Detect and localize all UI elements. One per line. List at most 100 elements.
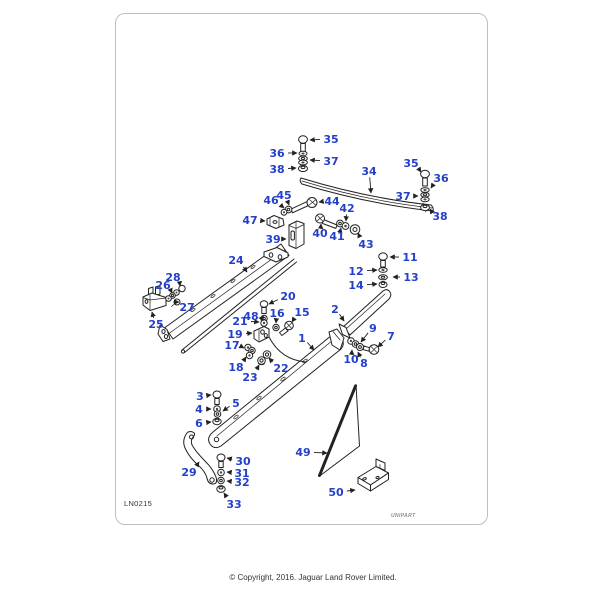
leader-line-49 bbox=[313, 450, 328, 456]
callout-47[interactable]: 47 bbox=[242, 214, 257, 227]
leader-line-35 bbox=[309, 137, 321, 143]
callout-23[interactable]: 23 bbox=[242, 371, 257, 384]
part-bracket-25 bbox=[142, 284, 186, 311]
part-bracket-39 bbox=[288, 220, 305, 249]
callout-16[interactable]: 16 bbox=[269, 307, 285, 320]
callout-41[interactable]: 41 bbox=[329, 230, 344, 243]
leader-line-8 bbox=[357, 351, 363, 358]
part-panel-49 bbox=[318, 384, 360, 477]
part-crossmember-34 bbox=[299, 177, 434, 213]
callout-48[interactable]: 48 bbox=[243, 310, 258, 323]
leader-line-15 bbox=[291, 316, 297, 323]
callout-49[interactable]: 49 bbox=[295, 446, 310, 459]
leader-line-18 bbox=[241, 356, 247, 363]
callout-13[interactable]: 13 bbox=[403, 271, 418, 284]
fastener-stack-11-14 bbox=[378, 252, 388, 288]
copyright-notice: © Copyright, 2016. Jaguar Land Rover Lim… bbox=[229, 573, 397, 582]
leader-line-14 bbox=[366, 281, 378, 287]
leader-line-37 bbox=[309, 157, 321, 163]
leader-line-35 bbox=[416, 166, 422, 173]
leader-line-33 bbox=[223, 492, 229, 499]
callout-32[interactable]: 32 bbox=[234, 476, 249, 489]
part-bracket-50 bbox=[357, 458, 389, 492]
callout-22[interactable]: 22 bbox=[273, 362, 288, 375]
callout-26[interactable]: 26 bbox=[155, 279, 171, 292]
leader-line-29 bbox=[194, 461, 200, 468]
part-floor-support-24 bbox=[157, 243, 297, 354]
callout-35[interactable]: 35 bbox=[323, 133, 338, 146]
callout-10[interactable]: 10 bbox=[343, 353, 359, 366]
leader-line-6 bbox=[205, 419, 212, 426]
callout-38-2[interactable]: 38 bbox=[432, 210, 447, 223]
part-sill-front-1 bbox=[208, 328, 345, 449]
leader-line-23 bbox=[254, 364, 260, 371]
callout-21[interactable]: 21 bbox=[232, 315, 247, 328]
leader-line-2 bbox=[339, 313, 345, 322]
callout-25[interactable]: 25 bbox=[148, 318, 163, 331]
fastener-stack-3-6 bbox=[212, 390, 222, 426]
callout-36[interactable]: 36 bbox=[269, 147, 285, 160]
drawing-code: LN0215 bbox=[124, 499, 153, 508]
part-sill-rear-2 bbox=[338, 289, 392, 339]
callout-1[interactable]: 1 bbox=[298, 332, 306, 345]
fastener-group-44-47 bbox=[266, 197, 318, 229]
callout-11[interactable]: 11 bbox=[402, 251, 417, 264]
callout-19[interactable]: 19 bbox=[227, 328, 242, 341]
callout-15[interactable]: 15 bbox=[294, 306, 309, 319]
callout-40[interactable]: 40 bbox=[312, 227, 328, 240]
callout-37[interactable]: 37 bbox=[323, 155, 338, 168]
leader-line-26 bbox=[167, 287, 173, 294]
leader-line-9 bbox=[360, 332, 369, 343]
callout-2[interactable]: 2 bbox=[331, 303, 339, 316]
leader-line-36 bbox=[430, 182, 436, 189]
callout-6[interactable]: 6 bbox=[195, 417, 203, 430]
callout-4[interactable]: 4 bbox=[195, 403, 203, 416]
callout-24[interactable]: 24 bbox=[228, 254, 244, 267]
callout-17[interactable]: 17 bbox=[224, 339, 239, 352]
leader-line-24 bbox=[242, 266, 248, 273]
leader-line-38 bbox=[287, 165, 297, 171]
leader-line-21 bbox=[250, 319, 260, 325]
callout-37-2[interactable]: 37 bbox=[395, 190, 410, 203]
callout-3[interactable]: 3 bbox=[196, 390, 204, 403]
callout-38[interactable]: 38 bbox=[269, 163, 284, 176]
callout-20[interactable]: 20 bbox=[280, 290, 296, 303]
callout-39[interactable]: 39 bbox=[265, 233, 280, 246]
callout-9[interactable]: 9 bbox=[369, 322, 377, 335]
callout-36-2[interactable]: 36 bbox=[433, 172, 449, 185]
callout-31[interactable]: 31 bbox=[234, 467, 249, 480]
callout-45[interactable]: 45 bbox=[276, 189, 291, 202]
callout-35-2[interactable]: 35 bbox=[403, 157, 418, 170]
leader-line-38 bbox=[429, 208, 435, 215]
diagram-frame bbox=[115, 13, 488, 525]
callout-8[interactable]: 8 bbox=[360, 357, 368, 370]
callout-27[interactable]: 27 bbox=[179, 301, 194, 314]
callout-50[interactable]: 50 bbox=[328, 486, 344, 499]
leader-line-12 bbox=[366, 267, 378, 273]
callout-33[interactable]: 33 bbox=[226, 498, 241, 511]
callout-28[interactable]: 28 bbox=[165, 271, 180, 284]
callout-18[interactable]: 18 bbox=[228, 361, 243, 374]
callout-46[interactable]: 46 bbox=[263, 194, 279, 207]
leader-line-30 bbox=[226, 456, 233, 462]
callout-29[interactable]: 29 bbox=[181, 466, 196, 479]
callout-5[interactable]: 5 bbox=[232, 397, 240, 410]
callout-14[interactable]: 14 bbox=[348, 279, 364, 292]
callout-7[interactable]: 7 bbox=[387, 330, 395, 343]
fastener-stack-35-38-right bbox=[420, 169, 430, 212]
fastener-group-7-10 bbox=[347, 337, 380, 355]
leader-line-45 bbox=[284, 199, 290, 206]
callout-43[interactable]: 43 bbox=[358, 238, 373, 251]
leader-line-7 bbox=[377, 339, 386, 348]
leader-line-25 bbox=[150, 311, 156, 319]
callout-34[interactable]: 34 bbox=[361, 165, 377, 178]
leader-line-17 bbox=[238, 343, 245, 349]
callout-12[interactable]: 12 bbox=[348, 265, 363, 278]
callout-30[interactable]: 30 bbox=[235, 455, 251, 468]
leader-line-46 bbox=[278, 202, 285, 209]
callout-44[interactable]: 44 bbox=[324, 195, 340, 208]
leader-line-20 bbox=[268, 299, 279, 305]
part-linework bbox=[142, 135, 434, 493]
callout-42[interactable]: 42 bbox=[339, 202, 354, 215]
